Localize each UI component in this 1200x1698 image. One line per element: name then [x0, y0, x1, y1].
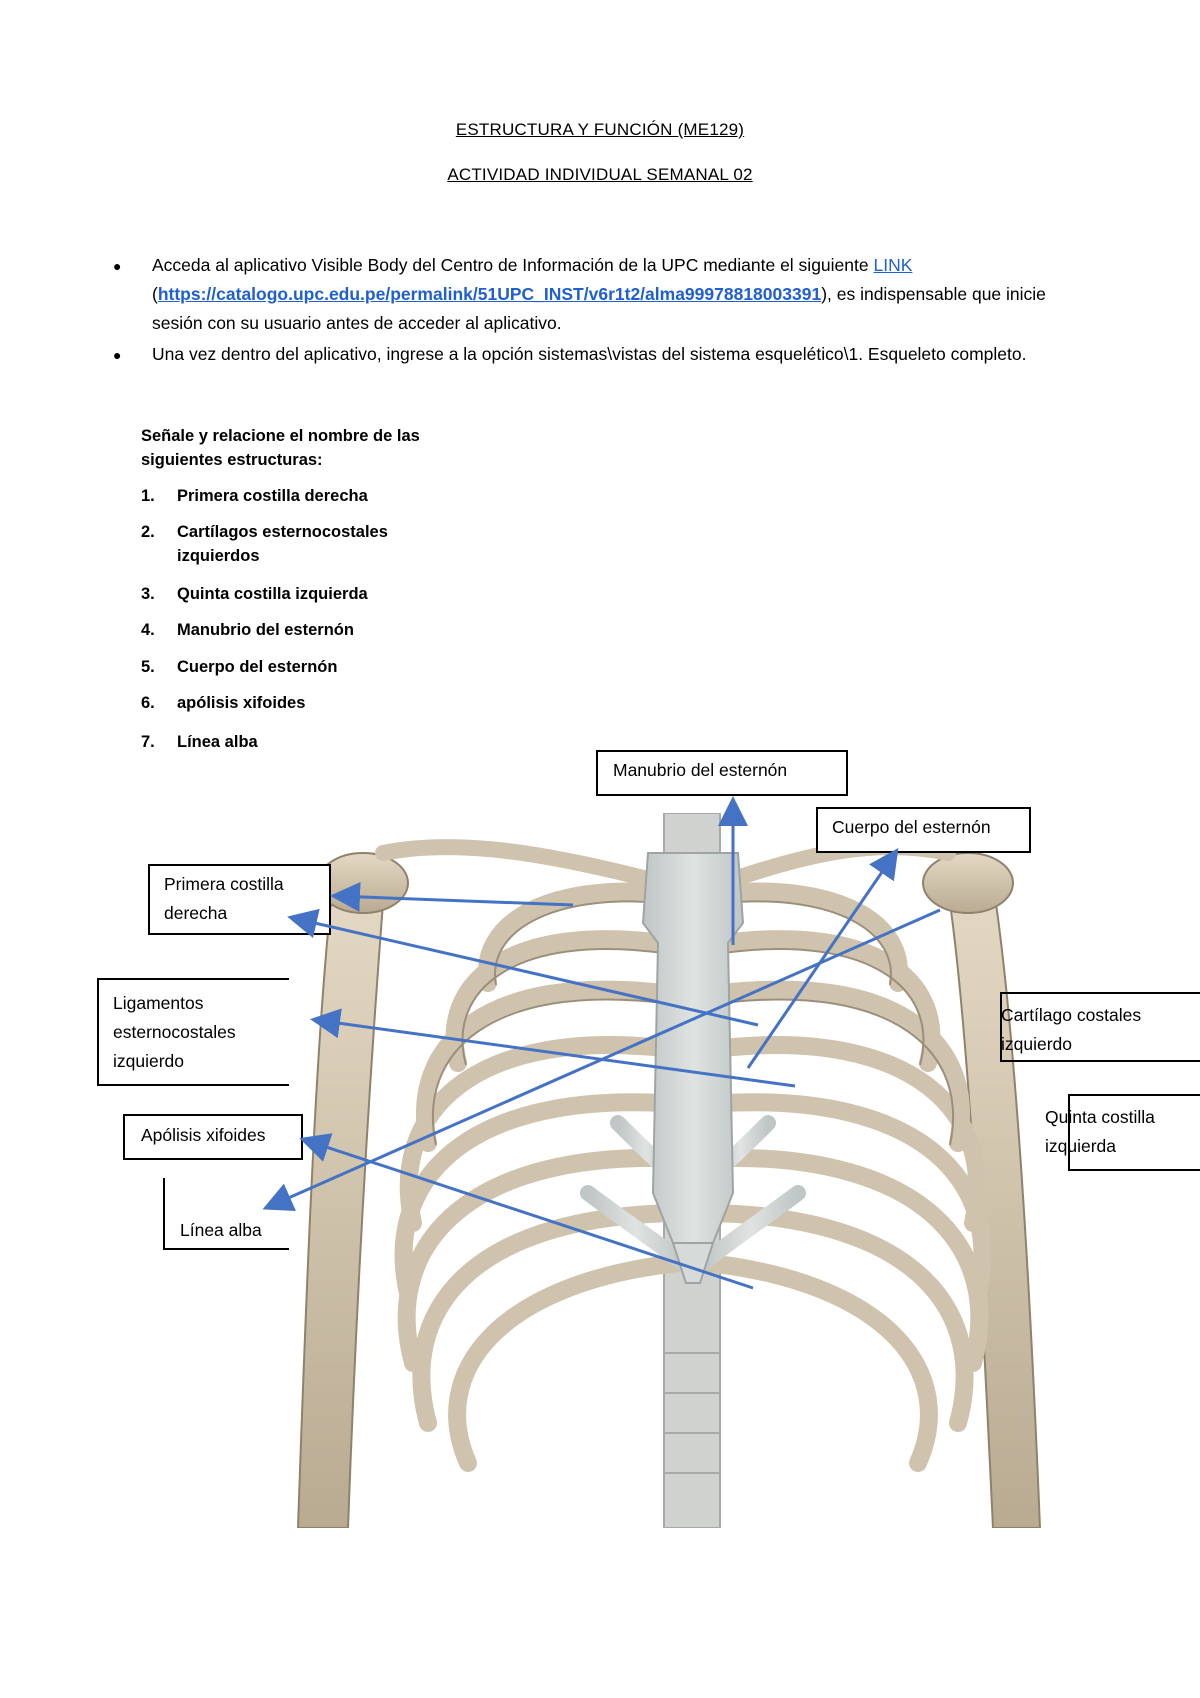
document-title: ESTRUCTURA Y FUNCIÓN (ME129)	[455, 120, 745, 139]
item-text: Primera costilla derecha	[177, 487, 368, 505]
label-ligamentos: Ligamentos esternocostales izquierdo	[97, 978, 289, 1086]
item-number: 6.	[141, 694, 155, 712]
label-linea-alba: Línea alba	[163, 1178, 289, 1250]
item-text: Línea alba	[177, 733, 258, 751]
label-cartilago-box	[1000, 992, 1200, 1062]
item-text: Manubrio del esternón	[177, 621, 354, 639]
item-text: Cartílagos esternocostales izquierdos	[177, 523, 388, 565]
instruction-1-tail: ), es indispensable que inicie sesión co…	[152, 284, 1046, 333]
item-text: Quinta costilla izquierda	[177, 585, 368, 603]
link-url[interactable]: https://catalogo.upc.edu.pe/permalink/51…	[157, 284, 822, 304]
label-primera-costilla: Primera costilla derecha	[148, 864, 331, 935]
bullet-icon: ●	[113, 258, 122, 274]
instruction-1-open-paren: (	[152, 284, 158, 304]
item-number: 4.	[141, 621, 155, 639]
label-apofisis: Apólisis xifoides	[123, 1114, 303, 1160]
item-number: 2.	[141, 523, 155, 541]
item-number: 7.	[141, 733, 155, 751]
item-text: Cuerpo del esternón	[177, 658, 338, 676]
item-number: 5.	[141, 658, 155, 676]
label-quinta-costilla-box	[1068, 1094, 1200, 1171]
document-subtitle: ACTIVIDAD INDIVIDUAL SEMANAL 02	[447, 165, 753, 184]
ribcage-illustration	[288, 813, 1088, 1528]
bullet-icon: ●	[113, 347, 122, 363]
item-number: 3.	[141, 585, 155, 603]
instruction-1-text: Acceda al aplicativo Visible Body del Ce…	[152, 255, 874, 275]
instruction-1: Acceda al aplicativo Visible Body del Ce…	[152, 251, 1082, 338]
item-number: 1.	[141, 487, 155, 505]
link-label[interactable]: LINK	[873, 255, 913, 275]
label-quinta-costilla: Quinta costilla izquierda	[1045, 1107, 1155, 1156]
label-cartilago: Cartílago costales izquierdo	[1001, 1005, 1142, 1054]
item-text: apólisis xifoides	[177, 694, 306, 712]
label-manubrio: Manubrio del esternón	[596, 750, 848, 796]
task-heading: Señale y relacione el nombre de las sigu…	[141, 427, 420, 469]
label-cuerpo: Cuerpo del esternón	[816, 807, 1031, 853]
instruction-2: Una vez dentro del aplicativo, ingrese a…	[152, 344, 1027, 364]
